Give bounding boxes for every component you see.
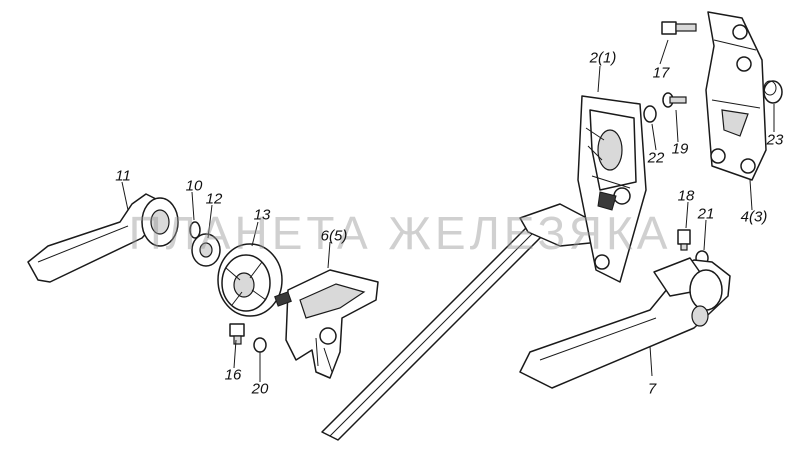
callout-18: 18 [677, 187, 695, 205]
callout-20: 20 [251, 380, 269, 398]
callout-13: 13 [253, 206, 271, 224]
part-10-washer [189, 221, 201, 239]
part-6-5-lock-mechanism [274, 269, 379, 379]
part-22-washer [643, 105, 657, 123]
callout-7: 7 [647, 380, 657, 398]
part-20-washer [253, 337, 267, 353]
callout-12: 12 [205, 190, 223, 208]
connecting-rod [321, 203, 603, 441]
callout-6-5: 6(5) [320, 227, 348, 245]
part-18-screw [677, 229, 691, 251]
callout-4-3: 4(3) [740, 208, 768, 226]
leader-lines [121, 39, 775, 382]
callout-17: 17 [652, 64, 670, 82]
part-13-escutcheon [217, 243, 283, 317]
callout-23: 23 [766, 131, 784, 149]
callout-10: 10 [185, 177, 203, 195]
part-2-1-lock-body [577, 95, 647, 283]
part-17-bolt [661, 21, 697, 35]
part-23-plug [763, 80, 783, 104]
callout-16: 16 [224, 366, 242, 384]
part-7-outer-handle [519, 257, 731, 389]
part-12-washer [191, 233, 221, 267]
part-16-bolt [229, 323, 245, 345]
callout-11: 11 [115, 167, 131, 185]
callout-21: 21 [697, 205, 715, 223]
part-11-inner-handle [27, 193, 179, 283]
part-19-screw [662, 92, 687, 108]
callout-22: 22 [647, 149, 665, 167]
callout-19: 19 [671, 140, 689, 158]
callout-2-1: 2(1) [589, 49, 617, 67]
part-4-3-striker [705, 11, 767, 181]
